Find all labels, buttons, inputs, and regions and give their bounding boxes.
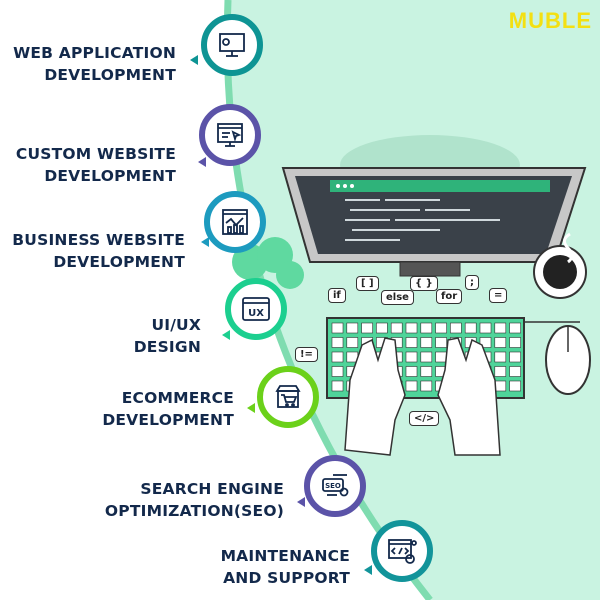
service-title-line2: AND SUPPORT xyxy=(223,569,350,587)
service-title-line2: DEVELOPMENT xyxy=(53,253,185,271)
service-title-line1: SEARCH ENGINE xyxy=(140,480,284,498)
keyboard-key xyxy=(479,322,492,334)
keyboard-key xyxy=(331,337,344,348)
badge-pointer xyxy=(222,330,230,340)
code-bubble-tag: </> xyxy=(409,411,440,426)
service-title-line1: ECOMMERCE xyxy=(121,389,234,407)
code-bubble-semicolon: ; xyxy=(465,275,479,290)
keyboard-key xyxy=(346,337,359,348)
keyboard-key xyxy=(361,322,373,334)
keyboard-key xyxy=(494,366,507,377)
keyboard-key xyxy=(420,337,433,348)
keyboard-key xyxy=(509,366,521,377)
keyboard-key xyxy=(331,380,344,392)
keyboard-key xyxy=(405,366,418,377)
keyboard-key xyxy=(331,322,344,334)
badge-pointer xyxy=(201,237,209,247)
svg-text:SEO: SEO xyxy=(325,482,341,490)
keyboard-key xyxy=(346,322,359,334)
analytics-chart-icon xyxy=(204,191,266,253)
keyboard-key xyxy=(509,380,521,392)
keyboard-key xyxy=(420,366,433,377)
keyboard-key xyxy=(390,322,403,334)
code-bubble-if: if xyxy=(328,288,346,303)
plant-illustration xyxy=(232,237,304,289)
keyboard-key xyxy=(509,322,521,334)
seo-gear-icon: SEO xyxy=(304,455,366,517)
code-gear-icon xyxy=(371,520,433,582)
service-title-line1: MAINTENANCE xyxy=(220,547,350,565)
keyboard-key xyxy=(435,351,447,363)
service-title-line2: DESIGN xyxy=(133,338,201,356)
badge-pointer xyxy=(190,55,198,65)
keyboard-key xyxy=(405,351,418,363)
code-bubble-brackets: [ ] xyxy=(356,276,379,291)
service-business-website: BUSINESS WEBSITE DEVELOPMENT xyxy=(12,229,185,273)
keyboard-key xyxy=(420,322,433,334)
service-ui-ux: UI/UX DESIGN xyxy=(134,314,201,358)
keyboard-key xyxy=(420,380,433,392)
service-title-line2: DEVELOPMENT xyxy=(44,167,176,185)
ux-window-icon: UX xyxy=(225,278,287,340)
keyboard-key xyxy=(331,351,344,363)
service-title-line1: WEB APPLICATION xyxy=(13,44,176,62)
keyboard-key xyxy=(405,380,418,392)
service-title-line2: DEVELOPMENT xyxy=(44,66,176,84)
keyboard-key xyxy=(376,322,388,334)
badge-pointer xyxy=(198,157,206,167)
keyboard-key xyxy=(464,322,477,334)
keyboard-key xyxy=(494,322,507,334)
service-title-line2: OPTIMIZATION(SEO) xyxy=(104,502,284,520)
typing-hands xyxy=(344,337,501,456)
badge-pointer xyxy=(297,497,305,507)
service-custom-website: CUSTOM WEBSITE DEVELOPMENT xyxy=(16,143,176,187)
keyboard-key xyxy=(494,380,507,392)
keyboard-key xyxy=(509,351,521,363)
keyboard-key xyxy=(405,337,418,348)
service-maintenance: MAINTENANCE AND SUPPORT xyxy=(221,545,350,589)
browser-cursor-icon xyxy=(199,104,261,166)
code-bubble-equals: = xyxy=(489,288,508,303)
keyboard-key xyxy=(435,322,447,334)
code-bubble-for: for xyxy=(436,289,463,304)
svg-text:UX: UX xyxy=(248,308,264,319)
keyboard-key xyxy=(479,337,492,348)
computer-monitor xyxy=(281,167,587,277)
service-ecommerce: ECOMMERCE DEVELOPMENT xyxy=(102,387,234,431)
code-bubble-else: else xyxy=(381,290,414,305)
keyboard-key xyxy=(331,366,344,377)
service-title-line1: CUSTOM WEBSITE xyxy=(15,145,176,163)
keyboard-key xyxy=(420,351,433,363)
brand-logo: MUBLE xyxy=(508,8,592,33)
service-title-line1: UI/UX xyxy=(151,316,201,334)
badge-pointer xyxy=(247,403,255,413)
shop-cart-icon xyxy=(257,366,319,428)
keyboard-key xyxy=(435,337,447,348)
service-seo: SEARCH ENGINE OPTIMIZATION(SEO) xyxy=(105,478,284,522)
code-bubble-braces: { } xyxy=(410,276,438,291)
keyboard-key xyxy=(494,351,507,363)
monitor-gear-icon xyxy=(201,14,263,76)
computer-mouse xyxy=(525,321,591,395)
keyboard-key xyxy=(450,322,462,334)
service-title-line1: BUSINESS WEBSITE xyxy=(12,231,185,249)
service-web-application: WEB APPLICATION DEVELOPMENT xyxy=(13,42,176,86)
badge-pointer xyxy=(364,565,372,575)
keyboard-key xyxy=(494,337,507,348)
coffee-cup xyxy=(533,232,587,299)
keyboard-key xyxy=(405,322,418,334)
keyboard-key xyxy=(509,337,521,348)
code-bubble-not-equal: != xyxy=(295,347,318,362)
service-title-line2: DEVELOPMENT xyxy=(102,411,234,429)
